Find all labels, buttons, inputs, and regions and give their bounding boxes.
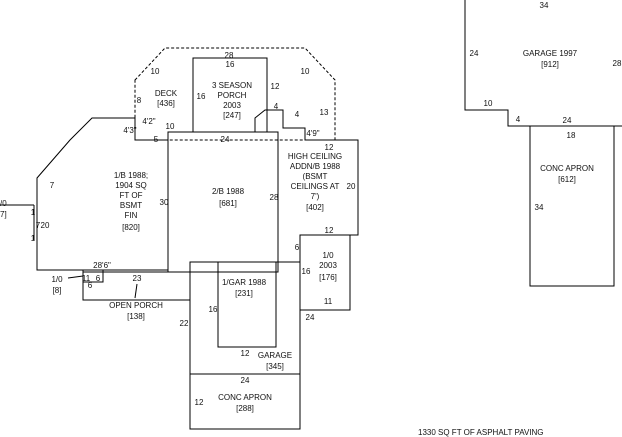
main-house-outline bbox=[36, 117, 169, 271]
open-porch-leader bbox=[134, 283, 138, 299]
concrete-apron-1-label: CONC APRON[288] bbox=[218, 393, 272, 413]
dimension-label: 7 bbox=[50, 181, 55, 190]
dimension-label: 12 bbox=[241, 349, 250, 358]
dimension-label: 6 bbox=[295, 243, 300, 252]
open-porch-outline bbox=[82, 271, 191, 301]
dimension-label: 34 bbox=[535, 203, 544, 212]
asphalt-paving-note: 1330 SQ FT OF ASPHALT PAVING bbox=[418, 428, 544, 437]
dimension-label: 34 bbox=[540, 1, 549, 10]
dimension-label: 6 bbox=[88, 281, 93, 290]
dimension-label: 22 bbox=[180, 319, 189, 328]
dimension-label: 13 bbox=[320, 108, 329, 117]
dimension-label: 10 bbox=[166, 122, 175, 131]
dimension-label: 4 bbox=[516, 115, 521, 124]
dimension-label: 10 bbox=[151, 67, 160, 76]
dimension-label: 24 bbox=[221, 135, 230, 144]
concrete-apron-2 bbox=[529, 125, 615, 287]
dimension-label: 23 bbox=[133, 274, 142, 283]
dimension-label: 16 bbox=[197, 92, 206, 101]
concrete-apron-1 bbox=[189, 373, 301, 430]
dimension-label: 4'2" bbox=[142, 117, 155, 126]
garage-label: GARAGE[345] bbox=[258, 351, 292, 371]
dimension-label: 12 bbox=[325, 226, 334, 235]
dimension-label: 24 bbox=[470, 49, 479, 58]
dimension-label: 24 bbox=[306, 313, 315, 322]
dimension-label: 30 bbox=[160, 198, 169, 207]
dimension-label: 12 bbox=[325, 143, 334, 152]
dimension-label: 18 bbox=[567, 131, 576, 140]
dimension-label: 24 bbox=[241, 376, 250, 385]
one-gar-label: 1/GAR 1988[231] bbox=[222, 278, 267, 298]
dimension-label: 11 bbox=[82, 274, 91, 283]
high-ceiling-addn-outline bbox=[254, 109, 359, 263]
deck-label: DECK[436] bbox=[155, 89, 178, 108]
dimension-label: 1 bbox=[31, 234, 36, 243]
dimension-label: 20 bbox=[347, 182, 356, 191]
dimension-label: 16 bbox=[226, 60, 235, 69]
dimension-label: 11 bbox=[324, 297, 333, 306]
dimension-label: 7 bbox=[36, 221, 41, 230]
open-porch-label: OPEN PORCH[138] bbox=[109, 301, 163, 321]
dimension-label: 6 bbox=[96, 274, 101, 283]
dimension-label: 28 bbox=[613, 59, 622, 68]
dimension-label: 16 bbox=[302, 267, 311, 276]
dimension-label: 28 bbox=[225, 51, 234, 60]
dimension-label: 12 bbox=[271, 82, 280, 91]
dimension-label: 8 bbox=[137, 96, 142, 105]
three-season-porch-outline bbox=[192, 57, 268, 133]
dimension-label: 28 bbox=[270, 193, 279, 202]
dimension-label: 4'9" bbox=[306, 129, 319, 138]
dimension-label: 24 bbox=[563, 116, 572, 125]
dimension-label: 16 bbox=[209, 305, 218, 314]
dimension-label: 28'6" bbox=[93, 261, 111, 270]
concrete-apron-2-label: CONC APRON[612] bbox=[540, 164, 594, 184]
dimension-label: 5 bbox=[154, 135, 159, 144]
dimension-label: 12 bbox=[195, 398, 204, 407]
dimension-label: 4 bbox=[295, 110, 300, 119]
one-gar-outline bbox=[217, 261, 277, 348]
dimension-label: 10 bbox=[301, 67, 310, 76]
dimension-label: 10 bbox=[484, 99, 493, 108]
garage-1997-label: GARAGE 1997[912] bbox=[523, 49, 578, 69]
two-b-label: 2/B 1988[681] bbox=[212, 187, 245, 208]
small-box-label: 1/0[8] bbox=[51, 275, 63, 295]
dimension-label: 4'3" bbox=[123, 126, 136, 135]
dimension-label: 4 bbox=[274, 102, 279, 111]
small-box-leader bbox=[67, 275, 84, 279]
dimension-label: 20 bbox=[41, 221, 50, 230]
dimension-label: 1 bbox=[31, 208, 36, 217]
